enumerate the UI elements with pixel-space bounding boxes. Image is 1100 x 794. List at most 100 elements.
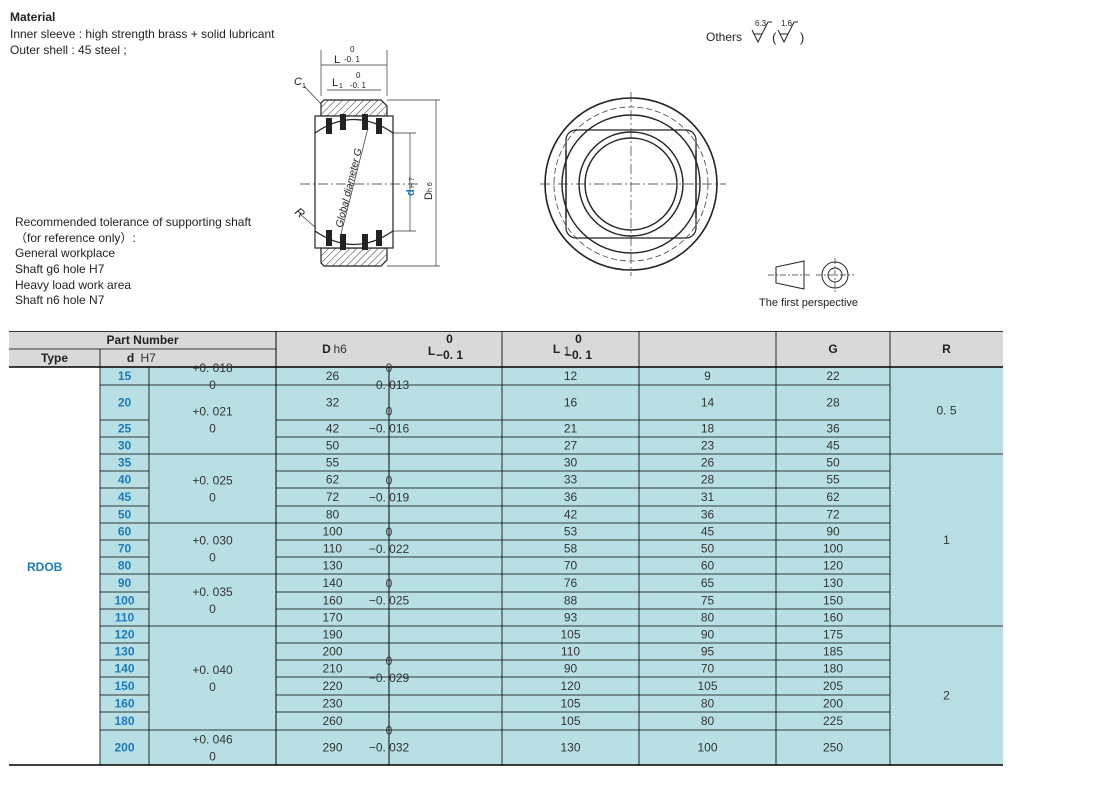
value-D: 110 — [323, 542, 342, 556]
value-L1: 26 — [701, 456, 715, 470]
value-G: 55 — [826, 473, 840, 487]
value-L: 130 — [560, 741, 580, 755]
recommend-general-fit: Shaft g6 hole H7 — [15, 262, 105, 276]
header-L1: L — [553, 342, 560, 356]
header-L1-tol-top: 0 — [575, 332, 582, 346]
value-L1: 45 — [701, 525, 715, 539]
header-G: G — [828, 342, 837, 356]
value-L1: 60 — [701, 559, 715, 573]
header-d: d — [127, 351, 134, 365]
value-D: 260 — [322, 714, 342, 728]
value-L: 58 — [564, 542, 578, 556]
d-tol-upper: +0. 025 — [192, 474, 233, 488]
size-d: 25 — [118, 422, 132, 436]
value-D: 230 — [322, 697, 342, 711]
value-L1: 80 — [701, 697, 715, 711]
header-L1-sub: 1 — [564, 344, 571, 358]
value-G: 130 — [823, 576, 843, 590]
value-L: 93 — [564, 611, 578, 625]
value-L: 21 — [564, 422, 578, 436]
D-tol-upper: 0 — [386, 654, 393, 668]
value-L1: 50 — [701, 542, 715, 556]
header-R: R — [942, 342, 951, 356]
D-tol-lower: −0. 032 — [369, 741, 410, 755]
value-L: 76 — [564, 576, 578, 590]
d-tol-lower: 0 — [209, 491, 216, 505]
material-inner: Inner sleeve : high strength brass + sol… — [10, 27, 275, 41]
chamfer-c1: C — [294, 76, 302, 88]
D-tol-lower: −0. 022 — [369, 542, 410, 556]
size-d: 70 — [118, 542, 132, 556]
d-tol-lower: 0 — [209, 602, 216, 616]
header-L: L — [428, 344, 435, 358]
d-tol-lower: 0 — [209, 750, 216, 764]
value-L: 53 — [564, 525, 578, 539]
value-L1: 18 — [701, 422, 715, 436]
size-d: 90 — [118, 576, 132, 590]
D-tol-lower: −0. 019 — [369, 491, 410, 505]
value-G: 250 — [823, 741, 843, 755]
svg-text:): ) — [800, 30, 804, 45]
svg-text:0: 0 — [356, 71, 361, 80]
value-L1: 70 — [701, 662, 715, 676]
roughness-mark-icon-2 — [777, 21, 798, 44]
size-d: 35 — [118, 456, 132, 470]
svg-text:0: 0 — [350, 45, 355, 54]
value-L1: 23 — [701, 439, 715, 453]
value-D: 190 — [322, 628, 342, 642]
d-tol-lower: 0 — [209, 378, 216, 392]
recommend-note: （for reference only）: — [15, 231, 136, 245]
value-G: 36 — [826, 422, 840, 436]
d-tol-lower: 0 — [209, 551, 216, 565]
value-G: 72 — [826, 508, 840, 522]
value-D: 160 — [322, 594, 342, 608]
svg-text:h 6: h 6 — [427, 182, 434, 192]
recommend-title: Recommended tolerance of supporting shaf… — [15, 215, 252, 229]
value-L1: 80 — [701, 714, 715, 728]
value-G: 120 — [823, 559, 843, 573]
header-L1-tol-bot: −0. 1 — [565, 348, 592, 362]
size-d: 15 — [118, 369, 132, 383]
d-tol-upper: +0. 046 — [192, 733, 233, 747]
value-G: 160 — [823, 611, 843, 625]
D-tol-upper: 0 — [386, 405, 393, 419]
recommend-heavy: Heavy load work area — [15, 278, 132, 292]
size-d: 50 — [118, 508, 132, 522]
size-d: 80 — [118, 559, 132, 573]
value-D: 210 — [322, 662, 342, 676]
size-d: 60 — [118, 525, 132, 539]
value-D: 80 — [326, 508, 340, 522]
svg-text:H 7: H 7 — [409, 177, 416, 188]
value-L1: 14 — [701, 396, 715, 410]
value-L1: 28 — [701, 473, 715, 487]
D-tol-lower: −0. 025 — [369, 594, 410, 608]
size-d: 20 — [118, 396, 132, 410]
projection-symbol-icon — [768, 258, 854, 292]
value-L: 30 — [564, 456, 578, 470]
section-drawing: L 0 -0. 1 L 1 0 -0. 1 C 1 Global diamete… — [292, 45, 440, 267]
size-d: 150 — [114, 679, 134, 693]
perspective-label: The first perspective — [759, 297, 859, 309]
d-tol-upper: +0. 040 — [192, 663, 233, 677]
header-part-number: Part Number — [106, 333, 178, 347]
svg-text:-0. 1: -0. 1 — [350, 81, 367, 90]
size-d: 100 — [114, 594, 134, 608]
value-L1: 36 — [701, 508, 715, 522]
D-tol-lower: −0. 016 — [369, 422, 410, 436]
header-D: D — [322, 342, 331, 356]
size-d: 160 — [114, 697, 134, 711]
D-tol-upper: 0 — [386, 525, 393, 539]
value-D: 72 — [326, 490, 340, 504]
svg-text:-0. 1: -0. 1 — [344, 55, 361, 64]
value-G: 100 — [823, 542, 843, 556]
value-L1: 100 — [697, 741, 717, 755]
value-R: 1 — [943, 533, 950, 547]
type-col-bg — [9, 367, 100, 765]
value-G: 150 — [823, 594, 843, 608]
value-L1: 75 — [701, 594, 715, 608]
value-R: 0. 5 — [936, 404, 956, 418]
value-L1: 9 — [704, 369, 711, 383]
value-D: 170 — [322, 611, 342, 625]
svg-text:1: 1 — [339, 83, 343, 90]
value-G: 200 — [823, 697, 843, 711]
